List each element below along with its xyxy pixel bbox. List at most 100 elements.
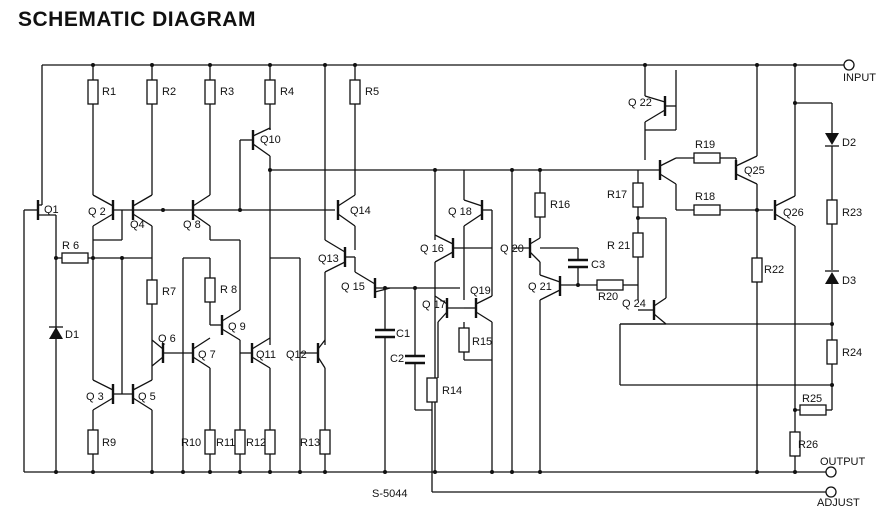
q11-transistor: Q11 [250,337,276,369]
r4-label: R4 [280,86,294,98]
q21-label: Q 21 [528,281,552,293]
q26-transistor: Q26 [773,195,804,227]
r10-resistor: R10 [181,429,216,455]
r5-label: R5 [365,86,379,98]
c2-capacitor: C2 [390,288,432,411]
q22-label: Q 22 [628,97,652,109]
rails [23,64,844,493]
r11-resistor: R11 [216,429,246,455]
r24-resistor: R24 [826,339,862,365]
r20-label: R20 [598,291,618,303]
q19-label: Q19 [470,285,491,297]
r22-resistor: R22 [751,257,784,283]
q25-label: Q25 [744,165,765,177]
q11-label: Q11 [256,349,276,361]
input-label: INPUT [843,72,876,84]
r17-resistor: R17 [607,182,644,208]
r21-label: R 21 [607,240,630,252]
d3-diode: D3 [825,270,856,287]
r18-label: R18 [695,191,715,203]
r14-label: R14 [442,385,462,397]
q3-label: Q 3 [86,391,104,403]
q1-transistor: Q1 [24,200,59,220]
drawing-number: S-5044 [372,488,407,500]
r24-label: R24 [842,347,862,359]
r13-label: R13 [300,437,320,449]
q25-transistor: Q25 [734,155,765,185]
r13-resistor: R13 [300,429,331,455]
q24-label: Q 24 [622,298,646,310]
q17-label: Q 17 [422,299,446,311]
r26-resistor: R26 [789,431,818,457]
r15-label: R15 [472,336,492,348]
q13-label: Q13 [318,253,339,265]
r7-resistor: R7 [146,279,176,305]
q14-label: Q14 [350,205,371,217]
q7-transistor: Q 7 [191,337,216,369]
q8-label: Q 8 [183,219,201,231]
r11-label: R11 [216,437,235,449]
q9-label: Q 9 [228,321,246,333]
d1-label: D1 [65,329,79,341]
q15-transistor: Q 15 [341,271,391,298]
q26-label: Q26 [783,207,804,219]
r2-resistor: R2 [146,65,176,195]
r10-label: R10 [181,437,201,449]
r14-resistor: R14 [426,377,462,403]
r26-label: R26 [798,439,818,451]
q7-label: Q 7 [198,349,216,361]
q5-label: Q 5 [138,391,156,403]
q19-transistor: Q19 [470,285,493,323]
q4-label: Q4 [130,219,145,231]
q3-transistor: Q 3 [86,379,115,411]
c1-label: C1 [396,328,410,340]
q14-transistor: Q14 [336,194,371,227]
r23-label: R23 [842,207,862,219]
q16-label: Q 16 [420,243,444,255]
q9-transistor: Q 9 [220,309,246,341]
r9-resistor: R9 [87,429,116,455]
r6-resistor: R 6 [61,240,89,264]
q2-label: Q 2 [88,206,106,218]
q2-transistor: Q 2 [88,194,115,227]
r16-resistor: R16 [534,192,570,218]
d2-label: D2 [842,137,856,149]
r16-label: R16 [550,199,570,211]
r1-label: R1 [102,86,116,98]
q10-label: Q10 [260,134,281,146]
q10-transistor: Q10 [251,127,281,157]
r8-label: R 8 [220,284,237,296]
r12-resistor: R12 [246,429,276,455]
r21-resistor: R 21 [607,232,644,258]
q8-transistor: Q 8 [183,194,211,231]
c3-capacitor: C3 [568,248,605,285]
q13-transistor: Q13 [318,239,347,273]
r8-resistor: R 8 [204,277,237,303]
q6-label: Q 6 [158,333,176,345]
output-label: OUTPUT [820,456,866,468]
r5-resistor: R5 [349,65,379,195]
page-title: SCHEMATIC DIAGRAM [18,8,256,31]
r15-resistor: R15 [458,327,492,353]
q24-transistor: Q 24 [622,297,667,325]
r7-label: R7 [162,286,176,298]
driver-transistor [658,157,677,185]
c3-label: C3 [591,259,605,271]
q1-label: Q1 [44,204,59,216]
q5-transistor: Q 5 [131,379,156,411]
q18-transistor: Q 18 [448,199,484,227]
r1-resistor: R1 [87,65,116,195]
r4-resistor: R4 [264,65,294,130]
q16-transistor: Q 16 [420,234,455,263]
r19-label: R19 [695,139,715,151]
r19-resistor: R19 [693,139,721,164]
r17-label: R17 [607,189,627,201]
c1-capacitor: C1 [375,288,410,472]
q18-label: Q 18 [448,206,472,218]
q12-label: Q12 [286,349,307,361]
r25-label: R25 [802,393,822,405]
q4-transistor: Q4 [130,194,153,231]
r2-label: R2 [162,86,176,98]
input-terminal: INPUT [843,59,876,84]
